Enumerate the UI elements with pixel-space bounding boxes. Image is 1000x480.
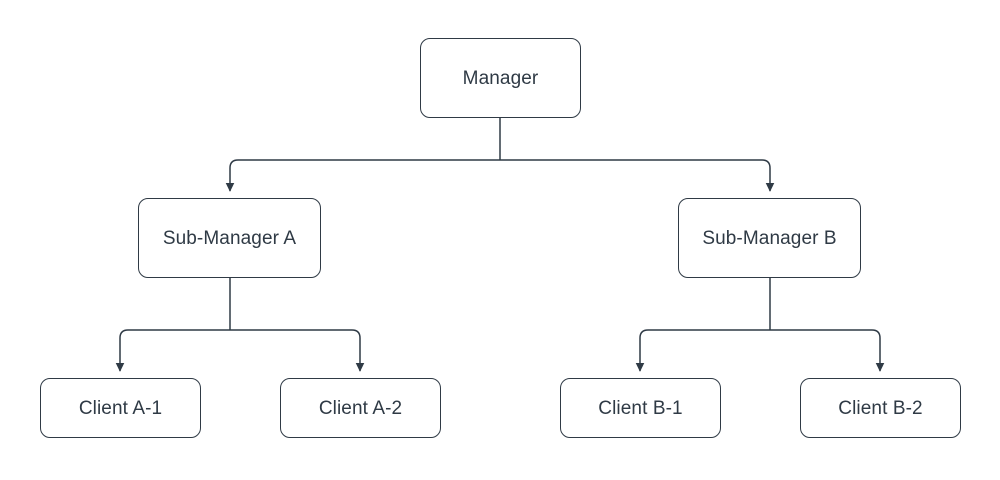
edge-manager-sub-a	[225, 159, 500, 192]
node-client-a1-label: Client A-1	[78, 397, 163, 419]
node-sub-manager-b[interactable]: Sub-Manager B	[678, 198, 861, 278]
edge-sub-b-client-b1	[635, 329, 770, 372]
edge-sub-a-client-a1	[115, 329, 230, 372]
node-client-b2[interactable]: Client B-2	[800, 378, 961, 438]
node-client-b2-label: Client B-2	[838, 397, 923, 419]
edge-sub-b-client-b2	[770, 329, 885, 372]
node-sub-manager-a-label: Sub-Manager A	[162, 227, 297, 249]
node-client-a2[interactable]: Client A-2	[280, 378, 441, 438]
node-sub-manager-a[interactable]: Sub-Manager A	[138, 198, 321, 278]
node-manager-label: Manager	[462, 67, 539, 89]
node-client-b1[interactable]: Client B-1	[560, 378, 721, 438]
node-client-a2-label: Client A-2	[318, 397, 403, 419]
node-manager[interactable]: Manager	[420, 38, 581, 118]
node-client-b1-label: Client B-1	[598, 397, 683, 419]
node-sub-manager-b-label: Sub-Manager B	[702, 227, 837, 249]
edge-manager-sub-b	[500, 159, 775, 192]
edge-sub-a-client-a2	[230, 329, 365, 372]
node-client-a1[interactable]: Client A-1	[40, 378, 201, 438]
